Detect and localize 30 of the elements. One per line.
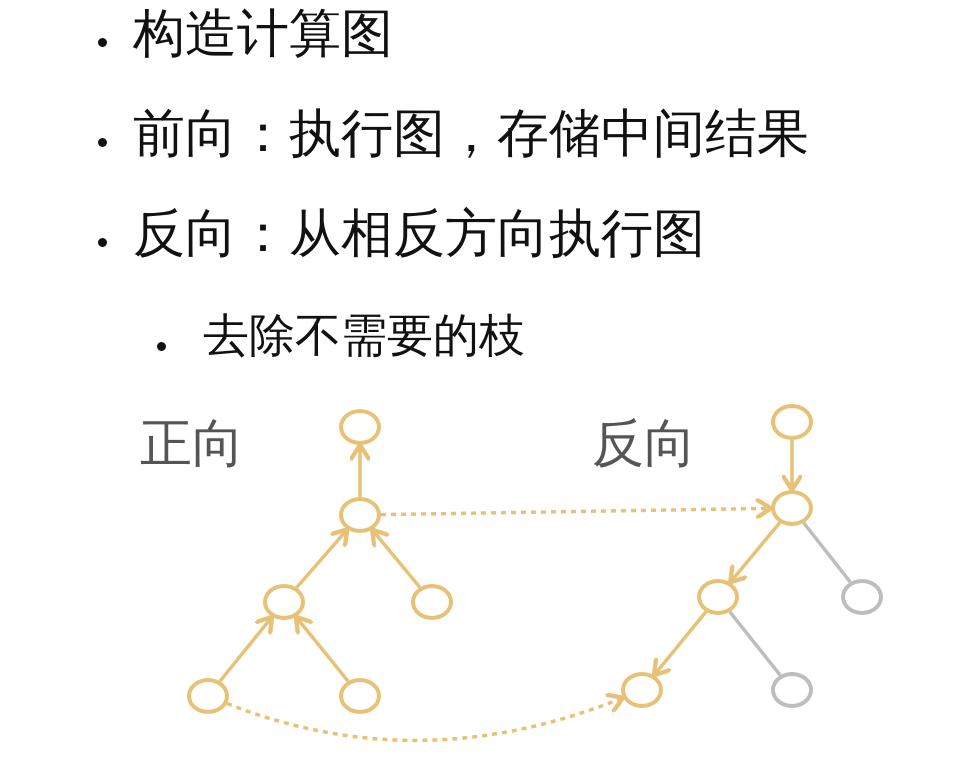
arrow: [370, 528, 422, 588]
arrow: [349, 442, 371, 497]
circle-node: [621, 672, 663, 708]
arrow: [728, 522, 782, 585]
circle-node: [771, 672, 813, 708]
circle-node: [771, 404, 813, 440]
arrow: [218, 614, 274, 682]
circle-node: [187, 678, 229, 714]
dashed-arrow: [226, 692, 626, 742]
circle-node: [841, 579, 883, 615]
arrow: [294, 614, 350, 682]
connector-line: [728, 610, 782, 676]
circle-node: [339, 497, 381, 533]
dashed-arrow: [380, 498, 774, 520]
bullet-text: 构造计算图: [133, 8, 393, 60]
circle-node: [411, 584, 453, 620]
circle-node: [771, 490, 813, 526]
bullet-text: 反向：从相反方向执行图: [133, 208, 705, 260]
circle-node: [263, 584, 305, 620]
diagram-heading: 反向: [592, 418, 696, 470]
circle-node: [339, 678, 381, 714]
circle-node: [697, 579, 739, 615]
circle-node: [339, 409, 381, 445]
diagram-heading: 正向: [140, 418, 244, 470]
arrow: [652, 610, 708, 678]
connector-line: [802, 522, 852, 584]
arrow: [781, 440, 803, 492]
bullet-text: 前向：执行图，存储中间结果: [133, 108, 809, 160]
bullet-text: 去除不需要的枝: [203, 312, 525, 358]
arrow: [295, 527, 350, 589]
